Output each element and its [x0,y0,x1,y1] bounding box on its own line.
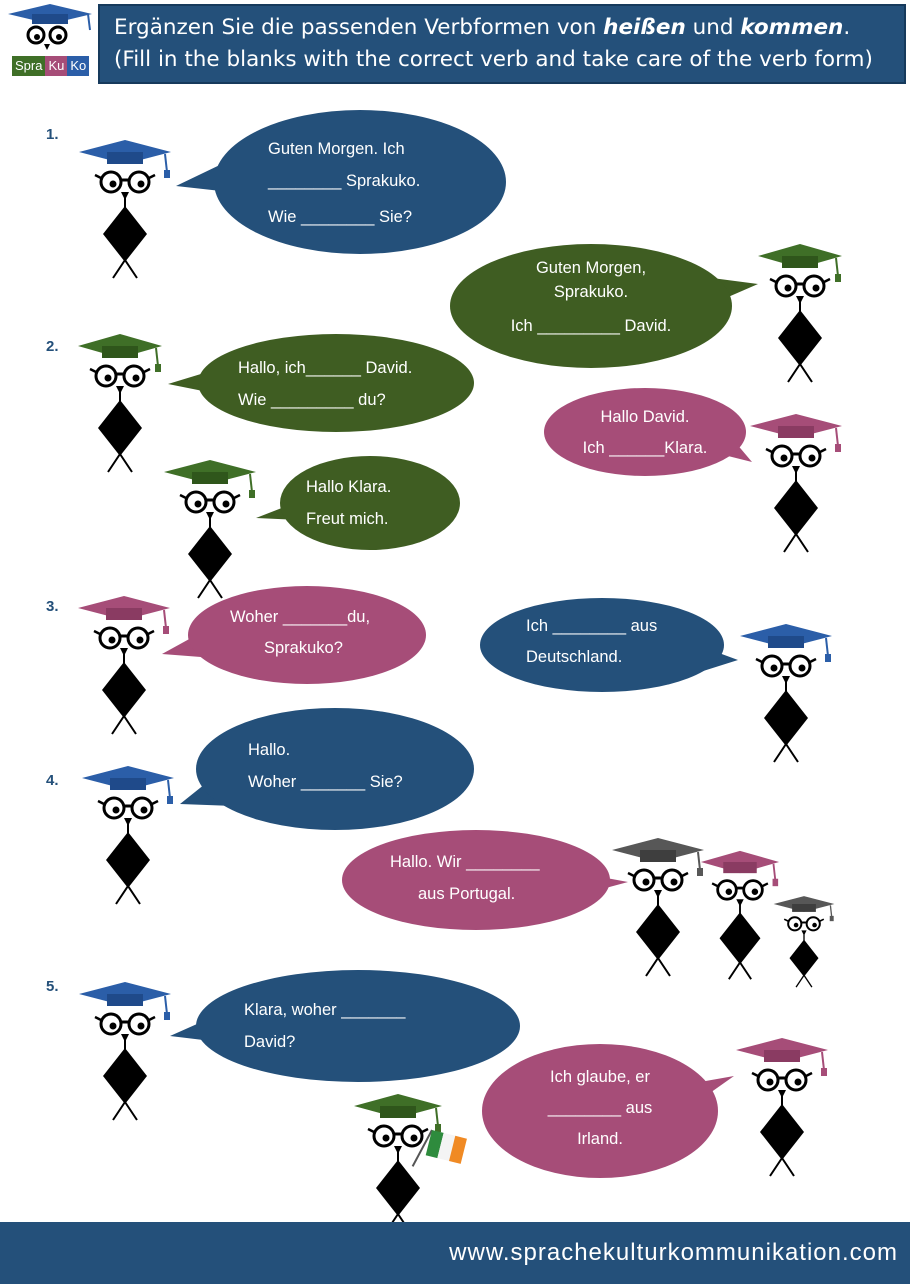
bubble-line: ________ Sprakuko. [268,172,421,190]
bubble-line: Freut mich. [306,510,389,528]
instructions-banner: Ergänzen Sie die passenden Verbformen vo… [98,4,906,84]
speech-bubble-4b: Hallo. Wir ________ aus Portugal. [342,830,610,930]
instructions-line-2: (Fill in the blanks with the correct ver… [114,47,873,72]
speech-bubble-3a: Woher _______du, Sprakuko? [188,586,426,684]
speech-bubble-5a: Klara, woher _______ David? [196,970,520,1082]
bubble-line: Deutschland. [526,648,623,666]
logo-owl-icon [8,4,92,50]
bubble-line: David? [244,1033,296,1051]
exercise-number-1: 1. [46,126,59,143]
character-4-family-father [612,838,704,978]
bubble-line: Hallo David. [600,408,690,426]
bubble-line: Hallo. Wir ________ [390,853,540,871]
speech-bubble-5b: Ich glaube, er ________ aus Irland. [482,1044,718,1178]
bubble-line: Ich glaube, er [550,1068,650,1086]
bubble-line: Woher _______du, [230,608,371,626]
character-1-sprakuko [79,140,171,280]
exercise-number-5: 5. [46,978,59,995]
bubble-line: Wie ________ Sie? [268,208,413,226]
character-3-klara [78,596,170,736]
speech-bubble-2c: Hallo Klara. Freut mich. [280,456,460,550]
bubble-line: Sprakuko? [264,639,343,657]
speech-bubble-4a: Hallo. Woher _______ Sie? [196,708,474,830]
speech-bubble-3b: Ich ________ aus Deutschland. [480,598,724,692]
character-5-klara [736,1038,828,1178]
logo-part-spra: Spra [12,56,46,76]
footer-website-link[interactable]: www.sprachekulturkommunikation.com [449,1239,898,1266]
speech-bubble-2b: Hallo David. Ich ______Klara. [544,388,746,476]
irish-flag-icon [411,1129,467,1167]
bubble-line: Ich ________ aus [526,617,658,635]
bubble-line: Hallo Klara. [306,478,392,496]
character-4-family-mother [700,850,780,981]
bubble-line: Klara, woher _______ [244,1001,406,1019]
bubble-line: Ich ______Klara. [582,439,708,457]
bubble-line: ________ aus [547,1099,653,1117]
character-2-david [78,334,162,474]
instructions-line-1: Ergänzen Sie die passenden Verbformen vo… [114,15,851,40]
bubble-line: Hallo. [248,741,291,759]
character-2-klara [750,414,842,554]
speech-bubble-1b: Guten Morgen, Sprakuko. Ich _________ Da… [450,244,732,368]
exercise-number-3: 3. [46,598,59,615]
verb-kommen: kommen [740,15,844,40]
bubble-line: Guten Morgen. Ich [268,140,405,158]
exercise-number-2: 2. [46,338,59,355]
character-3-sprakuko [740,624,832,764]
logo-part-ku: Ku [45,56,68,76]
bubble-line: Guten Morgen, [535,259,647,277]
bubble-line: Woher _______ Sie? [248,773,403,791]
character-4-sprakuko [82,766,174,906]
character-5-david-irish [354,1094,442,1234]
logo-part-ko: Ko [67,56,90,76]
character-4-family-child [773,896,835,989]
verb-heissen: heißen [603,15,686,40]
footer-bar: www.sprachekulturkommunikation.com [0,1222,910,1284]
character-2-david-reply [164,460,256,600]
speech-bubble-1a: Guten Morgen. Ich ________ Sprakuko. Wie… [214,110,506,254]
bubble-line: Irland. [577,1130,623,1148]
speech-bubble-2a: Hallo, ich______ David. Wie _________ du… [198,334,474,432]
bubble-line: Ich _________ David. [510,317,672,335]
bubble-line: Sprakuko. [553,283,629,301]
exercise-number-4: 4. [46,772,59,789]
bubble-line: aus Portugal. [418,885,516,903]
character-1-david [758,244,842,384]
bubble-line: Wie _________ du? [238,391,386,409]
character-5-sprakuko [79,982,171,1122]
bubble-line: Hallo, ich______ David. [238,359,413,377]
